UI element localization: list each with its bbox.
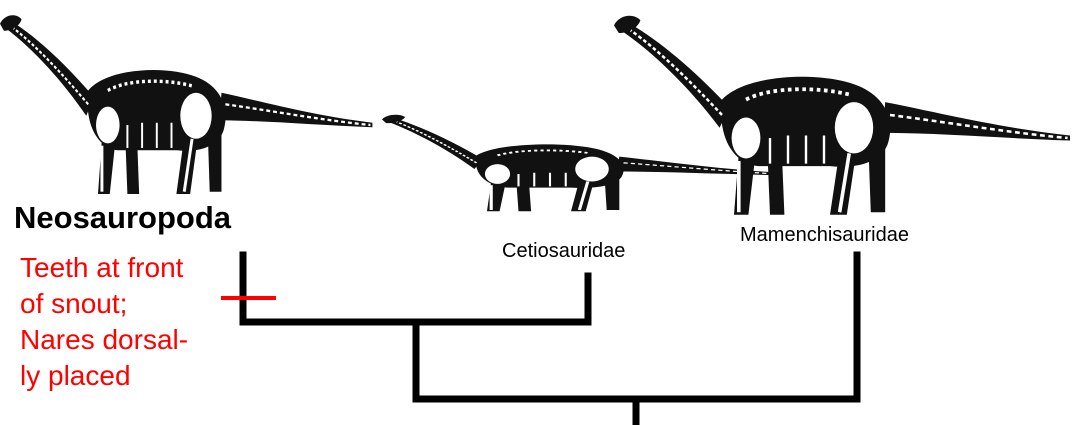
sauropod-skeleton-icon (614, 16, 1070, 215)
mamenchisauridae-label: Mamenchisauridae (740, 224, 909, 247)
neosauropoda-label: Neosauropoda (14, 200, 231, 236)
synapomorphy-line: of snout; (20, 286, 188, 322)
synapomorphy-line: Nares dorsal- (20, 322, 188, 358)
cetiosauridae-label: Cetiosauridae (502, 240, 625, 263)
sauropod-skeleton-icon (0, 15, 372, 194)
sauropod-skeleton-icon (382, 115, 781, 211)
synapomorphy-line: Teeth at front (20, 250, 188, 286)
synapomorphy-line: ly placed (20, 358, 188, 394)
tree-lines (243, 255, 857, 425)
synapomorphy-text: Teeth at front of snout; Nares dorsal- l… (20, 250, 188, 394)
